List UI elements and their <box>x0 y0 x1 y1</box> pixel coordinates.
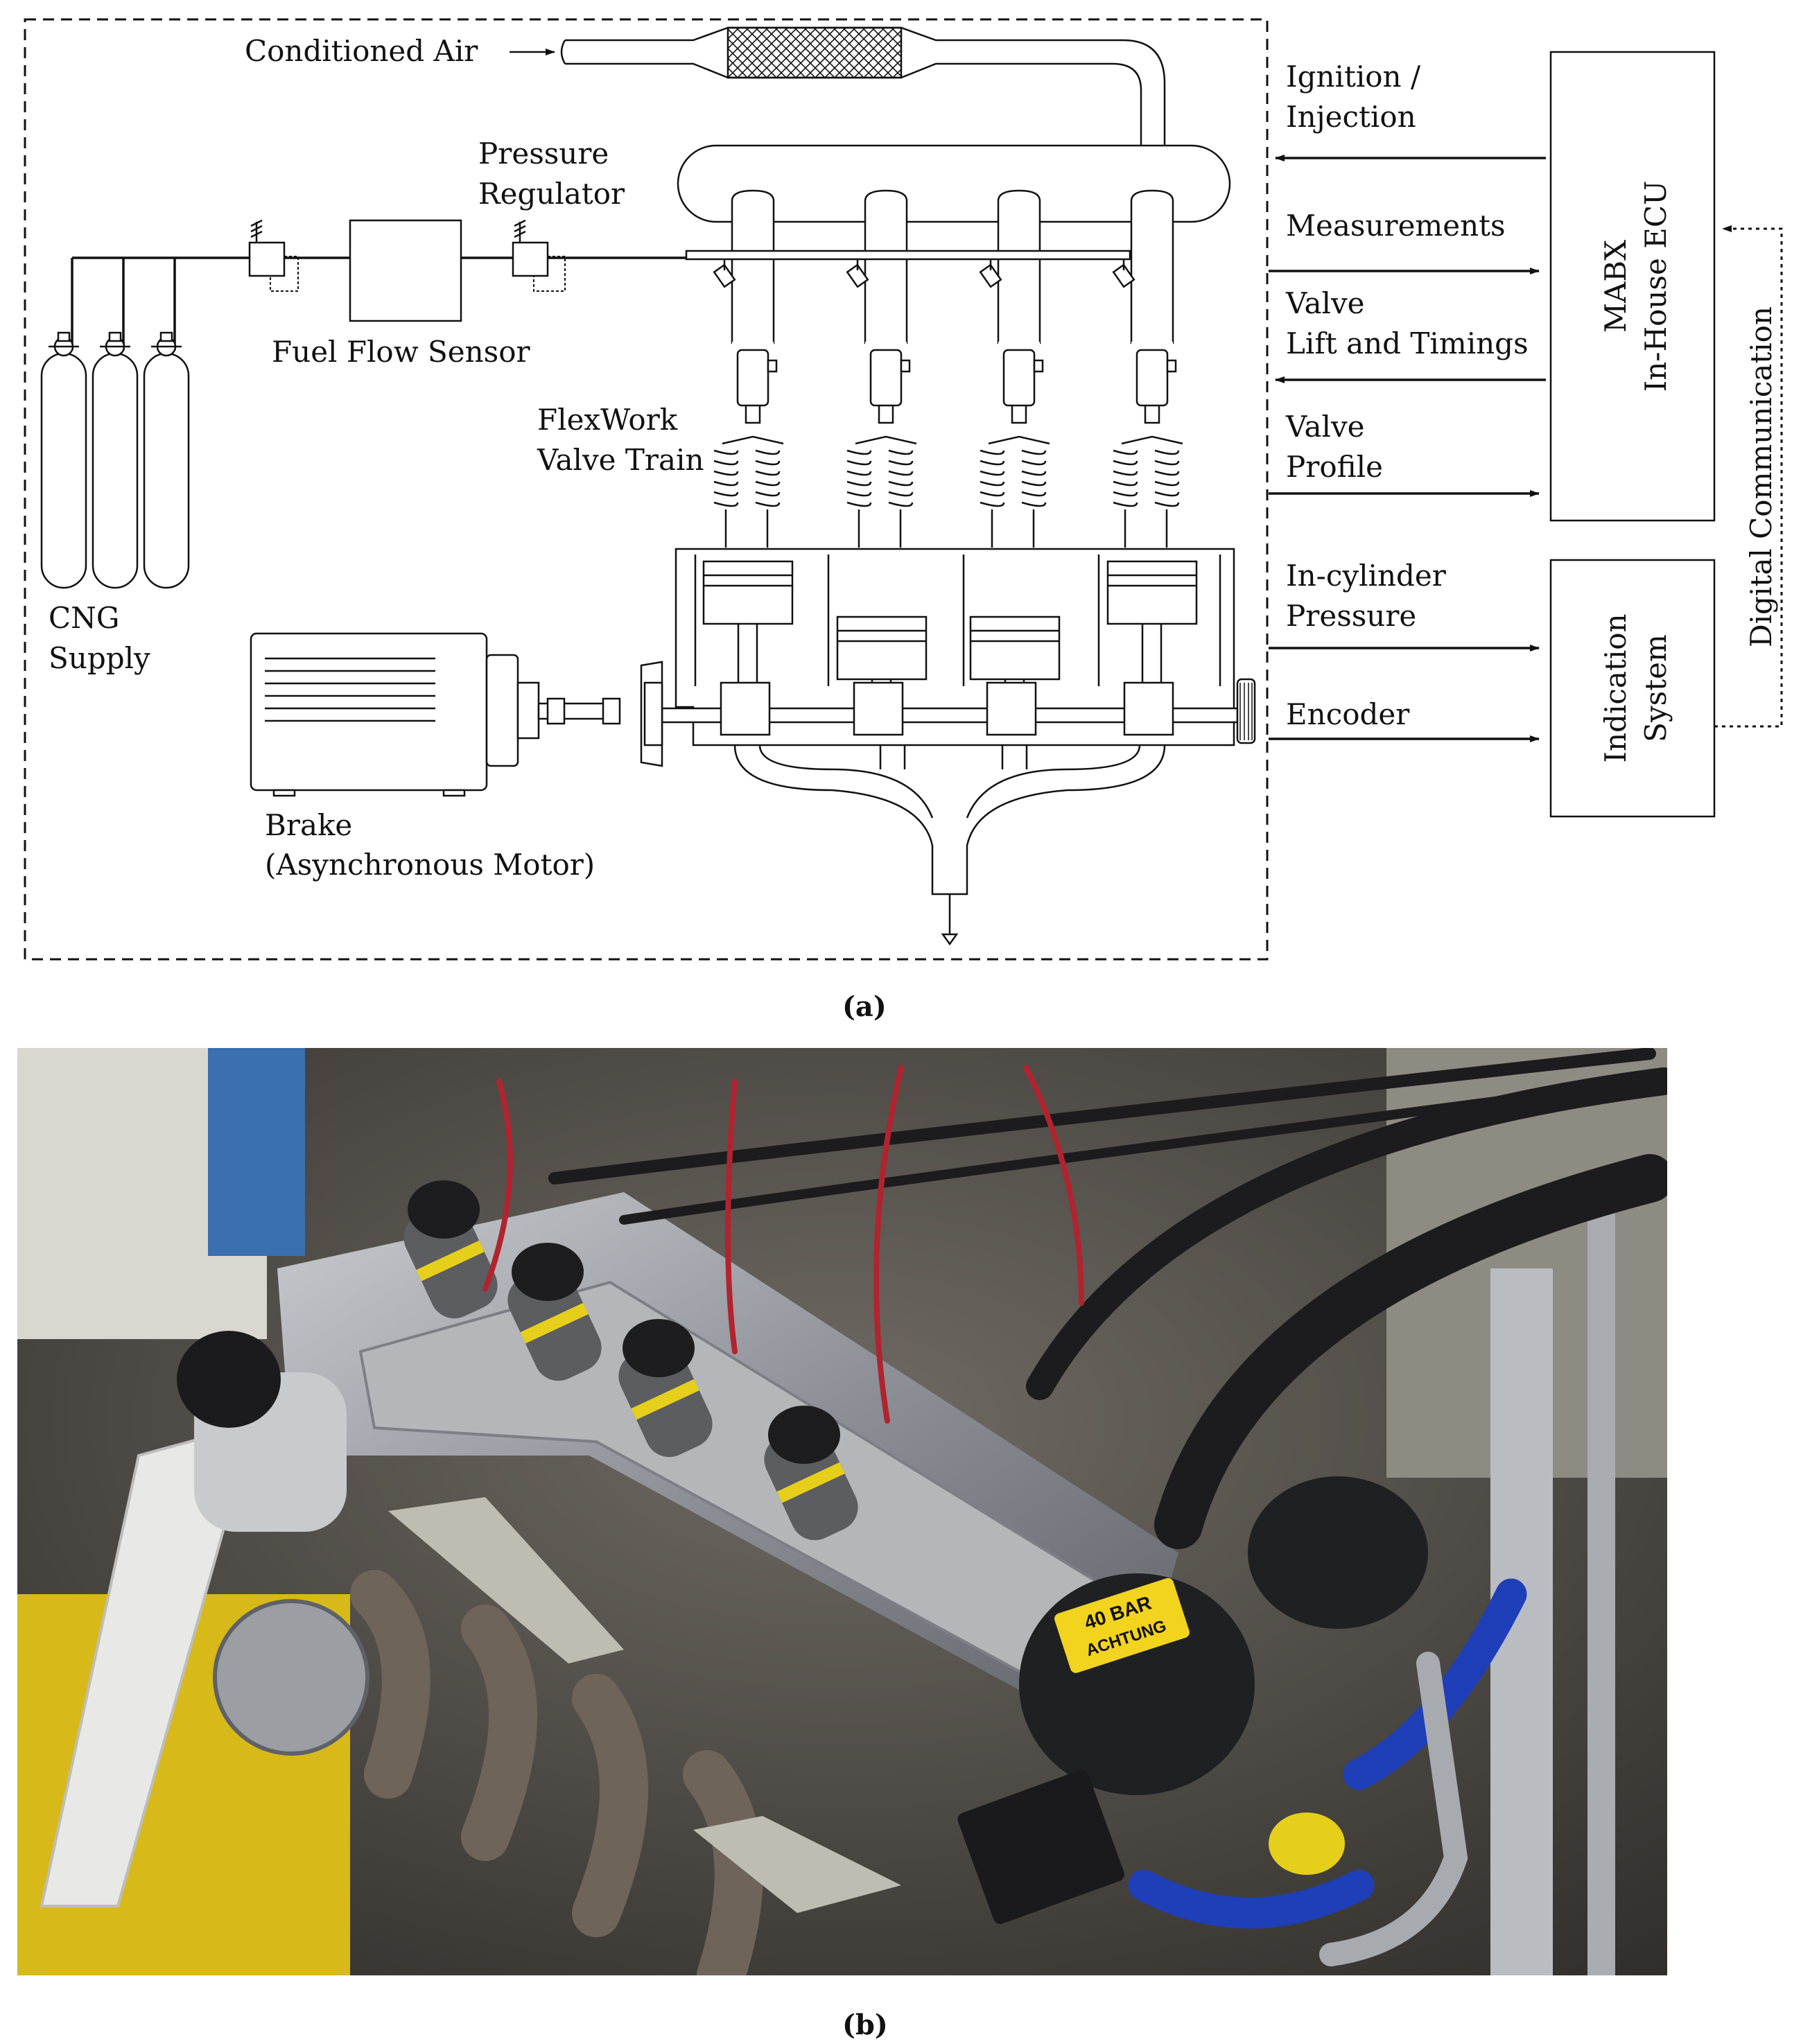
signal-lines: Ignition / Injection Measurements Valve … <box>1269 60 1546 742</box>
asynchronous-motor-label: (Asynchronous Motor) <box>265 848 595 882</box>
heat-shield-wrap <box>388 1497 624 1663</box>
flexwork-label: FlexWork <box>537 403 678 437</box>
brake-motor: Brake (Asynchronous Motor) <box>250 632 621 882</box>
fuel-rail <box>685 250 1135 288</box>
in-cylinder-label-line1: In-cylinder <box>1286 559 1447 593</box>
valve-lift-label-line1: Valve <box>1285 286 1365 320</box>
digital-communication-link: Digital Communication <box>1714 225 1783 728</box>
caption-b: (b) <box>842 2009 888 2041</box>
measurements-label: Measurements <box>1286 209 1506 243</box>
ignition-label-line2: Injection <box>1286 100 1416 134</box>
ignition-label-line1: Ignition / <box>1286 60 1421 94</box>
encoder-label: Encoder <box>1286 697 1410 731</box>
heat-shield-wrap-2 <box>693 1816 901 1913</box>
valve-profile-label-line2: Profile <box>1286 450 1383 484</box>
brake-label: Brake <box>265 808 352 842</box>
solenoid-actuators <box>403 1180 858 1541</box>
ecu-block: MABX In-House ECU <box>1549 51 1716 522</box>
intake-plenum <box>677 144 1231 223</box>
valve-lift-label-line2: Lift and Timings <box>1286 326 1529 360</box>
shutoff-valve-icon <box>248 219 299 292</box>
valve-actuator-icon <box>1113 349 1183 548</box>
supply-label: Supply <box>49 641 150 675</box>
fuel-flow-sensor <box>349 219 462 322</box>
injector-icon <box>846 259 869 288</box>
injector-icon <box>1112 259 1135 288</box>
engine-photo: 40 BAR ACHTUNG <box>17 1048 1667 1975</box>
pressure-regulator-icon <box>512 219 566 292</box>
valve-actuator-icon <box>846 349 917 548</box>
indication-label-line1: Indication <box>1599 613 1633 762</box>
schematic-diagram: Conditioned Air <box>24 18 1783 961</box>
cng-label: CNG <box>49 601 119 635</box>
fuel-flow-sensor-label: Fuel Flow Sensor <box>272 335 531 369</box>
intake-runners <box>731 189 1174 344</box>
hoses <box>482 1048 1667 1966</box>
in-cylinder-label-line2: Pressure <box>1286 599 1416 633</box>
regulator-label: Regulator <box>478 177 625 211</box>
solenoid-icon <box>618 1319 713 1458</box>
conditioned-air-label: Conditioned Air <box>245 34 478 68</box>
valve-actuator-icon <box>713 349 784 548</box>
ecu-label-line2: In-House ECU <box>1639 181 1673 392</box>
fuel-line: Fuel Flow Sensor Pressure Regulator <box>71 137 686 369</box>
indication-label-line2: System <box>1639 634 1673 742</box>
valve-train-label: Valve Train <box>537 443 704 477</box>
test-bench-boundary <box>24 18 1269 961</box>
valve-actuator-icon <box>980 349 1050 548</box>
injector-icon <box>979 259 1002 288</box>
valve-train: FlexWork Valve Train <box>537 349 1183 548</box>
digital-communication-label: Digital Communication <box>1744 306 1778 647</box>
valve-profile-label-line1: Valve <box>1285 410 1365 444</box>
ecu-label-line1: MABX <box>1599 240 1633 333</box>
oil-filter-cap <box>177 1331 281 1428</box>
stepper-motor <box>957 1770 1124 1924</box>
solenoid-icon <box>764 1406 858 1541</box>
injector-icon <box>713 259 736 288</box>
engine-block <box>640 548 1256 767</box>
air-filter <box>726 26 903 79</box>
yellow-cap <box>1269 1812 1345 1875</box>
pressure-label: Pressure <box>478 137 609 171</box>
alternator <box>213 1599 369 1756</box>
exhaust-manifold <box>733 744 1166 946</box>
caption-a: (a) <box>842 990 887 1023</box>
solenoid-icon <box>507 1243 602 1381</box>
indication-block: Indication System <box>1549 559 1716 818</box>
solenoid-icon <box>403 1180 498 1319</box>
cng-cylinders: CNG Supply <box>40 331 190 675</box>
hydraulic-accumulators: 40 BAR ACHTUNG <box>1019 1476 1428 1795</box>
air-intake-duct: Conditioned Air <box>245 26 1166 146</box>
